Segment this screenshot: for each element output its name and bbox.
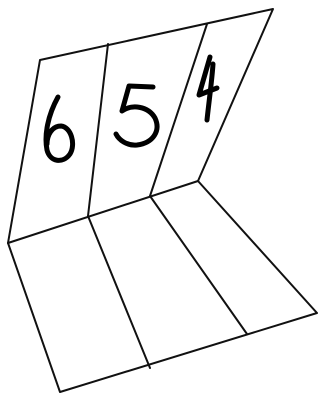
panel-label-4: 4 — [199, 57, 217, 120]
lower-divider-left — [88, 216, 150, 368]
digit-5-stroke — [116, 86, 157, 145]
lower-face — [8, 181, 317, 392]
fold-line — [8, 181, 198, 243]
panel-label-6-text: 6 — [58, 149, 59, 151]
upper-divider-left — [88, 44, 108, 216]
panel-label-5: 5 — [116, 86, 157, 145]
panel-label-5-text: 5 — [130, 139, 131, 141]
digit-6-stroke — [46, 97, 73, 160]
upper-divider-right — [150, 24, 207, 196]
panel-label-6: 6 — [46, 97, 73, 160]
lower-divider-right — [150, 196, 247, 334]
